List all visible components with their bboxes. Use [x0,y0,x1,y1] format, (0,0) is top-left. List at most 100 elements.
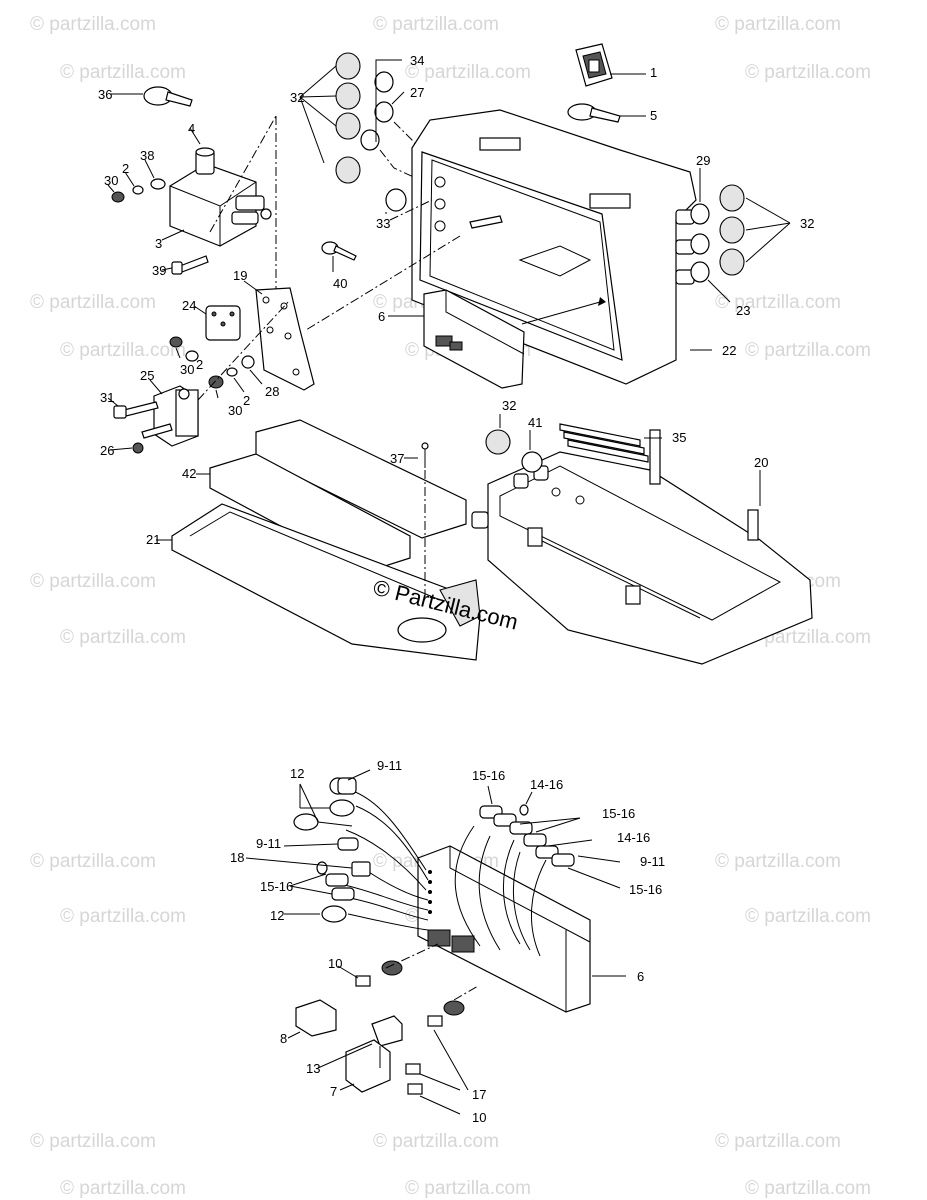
callout-15-16: 15-16 [602,806,635,821]
callout-14-16: 14-16 [617,830,650,845]
upper-assembly [107,43,813,665]
callout-2: 2 [122,161,129,176]
lower-assembly [245,769,626,1115]
bracket-part-19 [243,280,315,391]
cable-tie-part [567,103,646,123]
callout-35: 35 [672,430,686,445]
callout-32: 32 [800,216,814,231]
module-part-6-lower [417,845,626,1013]
box-lower-part-20 [471,414,813,665]
cable-tie-40-part [321,241,357,272]
callout-15-16: 15-16 [472,768,505,783]
watermark: © partzilla.com [373,1131,499,1152]
watermark: © partzilla.com [745,1178,871,1199]
fuses-and-holders [287,943,479,1115]
callout-18: 18 [230,850,244,865]
callout-23: 23 [736,303,750,318]
callout-2: 2 [196,357,203,372]
callout-30: 30 [180,362,194,377]
callout-14-16: 14-16 [530,777,563,792]
callout-4: 4 [188,121,195,136]
watermark: © partzilla.com [60,1178,186,1199]
watermark: © partzilla.com [30,1131,156,1152]
callout-27: 27 [410,85,424,100]
watermark: © partzilla.com [30,571,156,592]
watermark: © partzilla.com [30,14,156,35]
watermark: © partzilla.com [715,1131,841,1152]
callout-31: 31 [100,390,114,405]
tray-part-21 [156,503,481,661]
terminals-right [479,785,621,889]
callout-21: 21 [146,532,160,547]
watermark: © partzilla.com [405,1178,531,1199]
callout-2: 2 [243,393,250,408]
callout-6: 6 [378,309,385,324]
callout-36: 36 [98,87,112,102]
callout-8: 8 [280,1031,287,1046]
callout-9-11: 9-11 [640,854,665,869]
callout-13: 13 [306,1061,320,1076]
module-part-6-upper [388,289,525,389]
watermark: © partzilla.com [60,62,186,83]
watermark: © partzilla.com [60,340,186,361]
grommet-nuts-32-right [690,168,791,303]
watermark: © partzilla.com [373,14,499,35]
solenoid-part-3 [107,115,277,300]
watermark: © partzilla.com [30,292,156,313]
watermark: © partzilla.com [60,627,186,648]
callout-32: 32 [290,90,304,105]
watermark: © partzilla.com [30,851,156,872]
wire-harness [339,789,547,957]
grommets-34-27 [360,59,421,214]
callout-12: 12 [270,908,284,923]
callout-20: 20 [754,455,768,470]
callout-29: 29 [696,153,710,168]
relay-part-24 [169,305,241,362]
watermark: © partzilla.com [60,906,186,927]
switch-part-25 [107,299,291,454]
watermark: © partzilla.com [715,292,841,313]
callout-6: 6 [637,969,644,984]
callout-24: 24 [182,298,196,313]
callout-10: 10 [472,1110,486,1125]
callout-19: 19 [233,268,247,283]
callout-30: 30 [104,173,118,188]
callout-38: 38 [140,148,154,163]
callout-12: 12 [290,766,304,781]
callout-25: 25 [140,368,154,383]
callout-39: 39 [152,263,166,278]
tie-part-37 [404,442,429,596]
watermark: © partzilla.com [715,851,841,872]
callout-37: 37 [390,451,404,466]
callout-41: 41 [528,415,542,430]
callout-22: 22 [722,343,736,358]
callout-15-16: 15-16 [260,879,293,894]
tie-mount-part [575,43,646,87]
callout-30: 30 [228,403,242,418]
grommet-nuts-32-left [299,52,361,184]
callout-15-16: 15-16 [629,882,662,897]
callout-33: 33 [376,216,390,231]
callout-7: 7 [330,1084,337,1099]
callout-26: 26 [100,443,114,458]
watermark: © partzilla.com [745,340,871,361]
callout-9-11: 9-11 [377,758,402,773]
watermark: © partzilla.com [745,906,871,927]
pad-part-42 [196,419,467,573]
callout-28: 28 [265,384,279,399]
callout-17: 17 [472,1087,486,1102]
callout-40: 40 [333,276,347,291]
watermark: © partzilla.com [405,62,531,83]
callout-9-11: 9-11 [256,836,281,851]
callout-32: 32 [502,398,516,413]
callout-5: 5 [650,108,657,123]
watermark: © partzilla.com [715,14,841,35]
callout-42: 42 [182,466,196,481]
callout-1: 1 [650,65,657,80]
terminals-left [245,769,371,923]
callout-3: 3 [155,236,162,251]
watermark: © partzilla.com [745,62,871,83]
callout-34: 34 [410,53,424,68]
